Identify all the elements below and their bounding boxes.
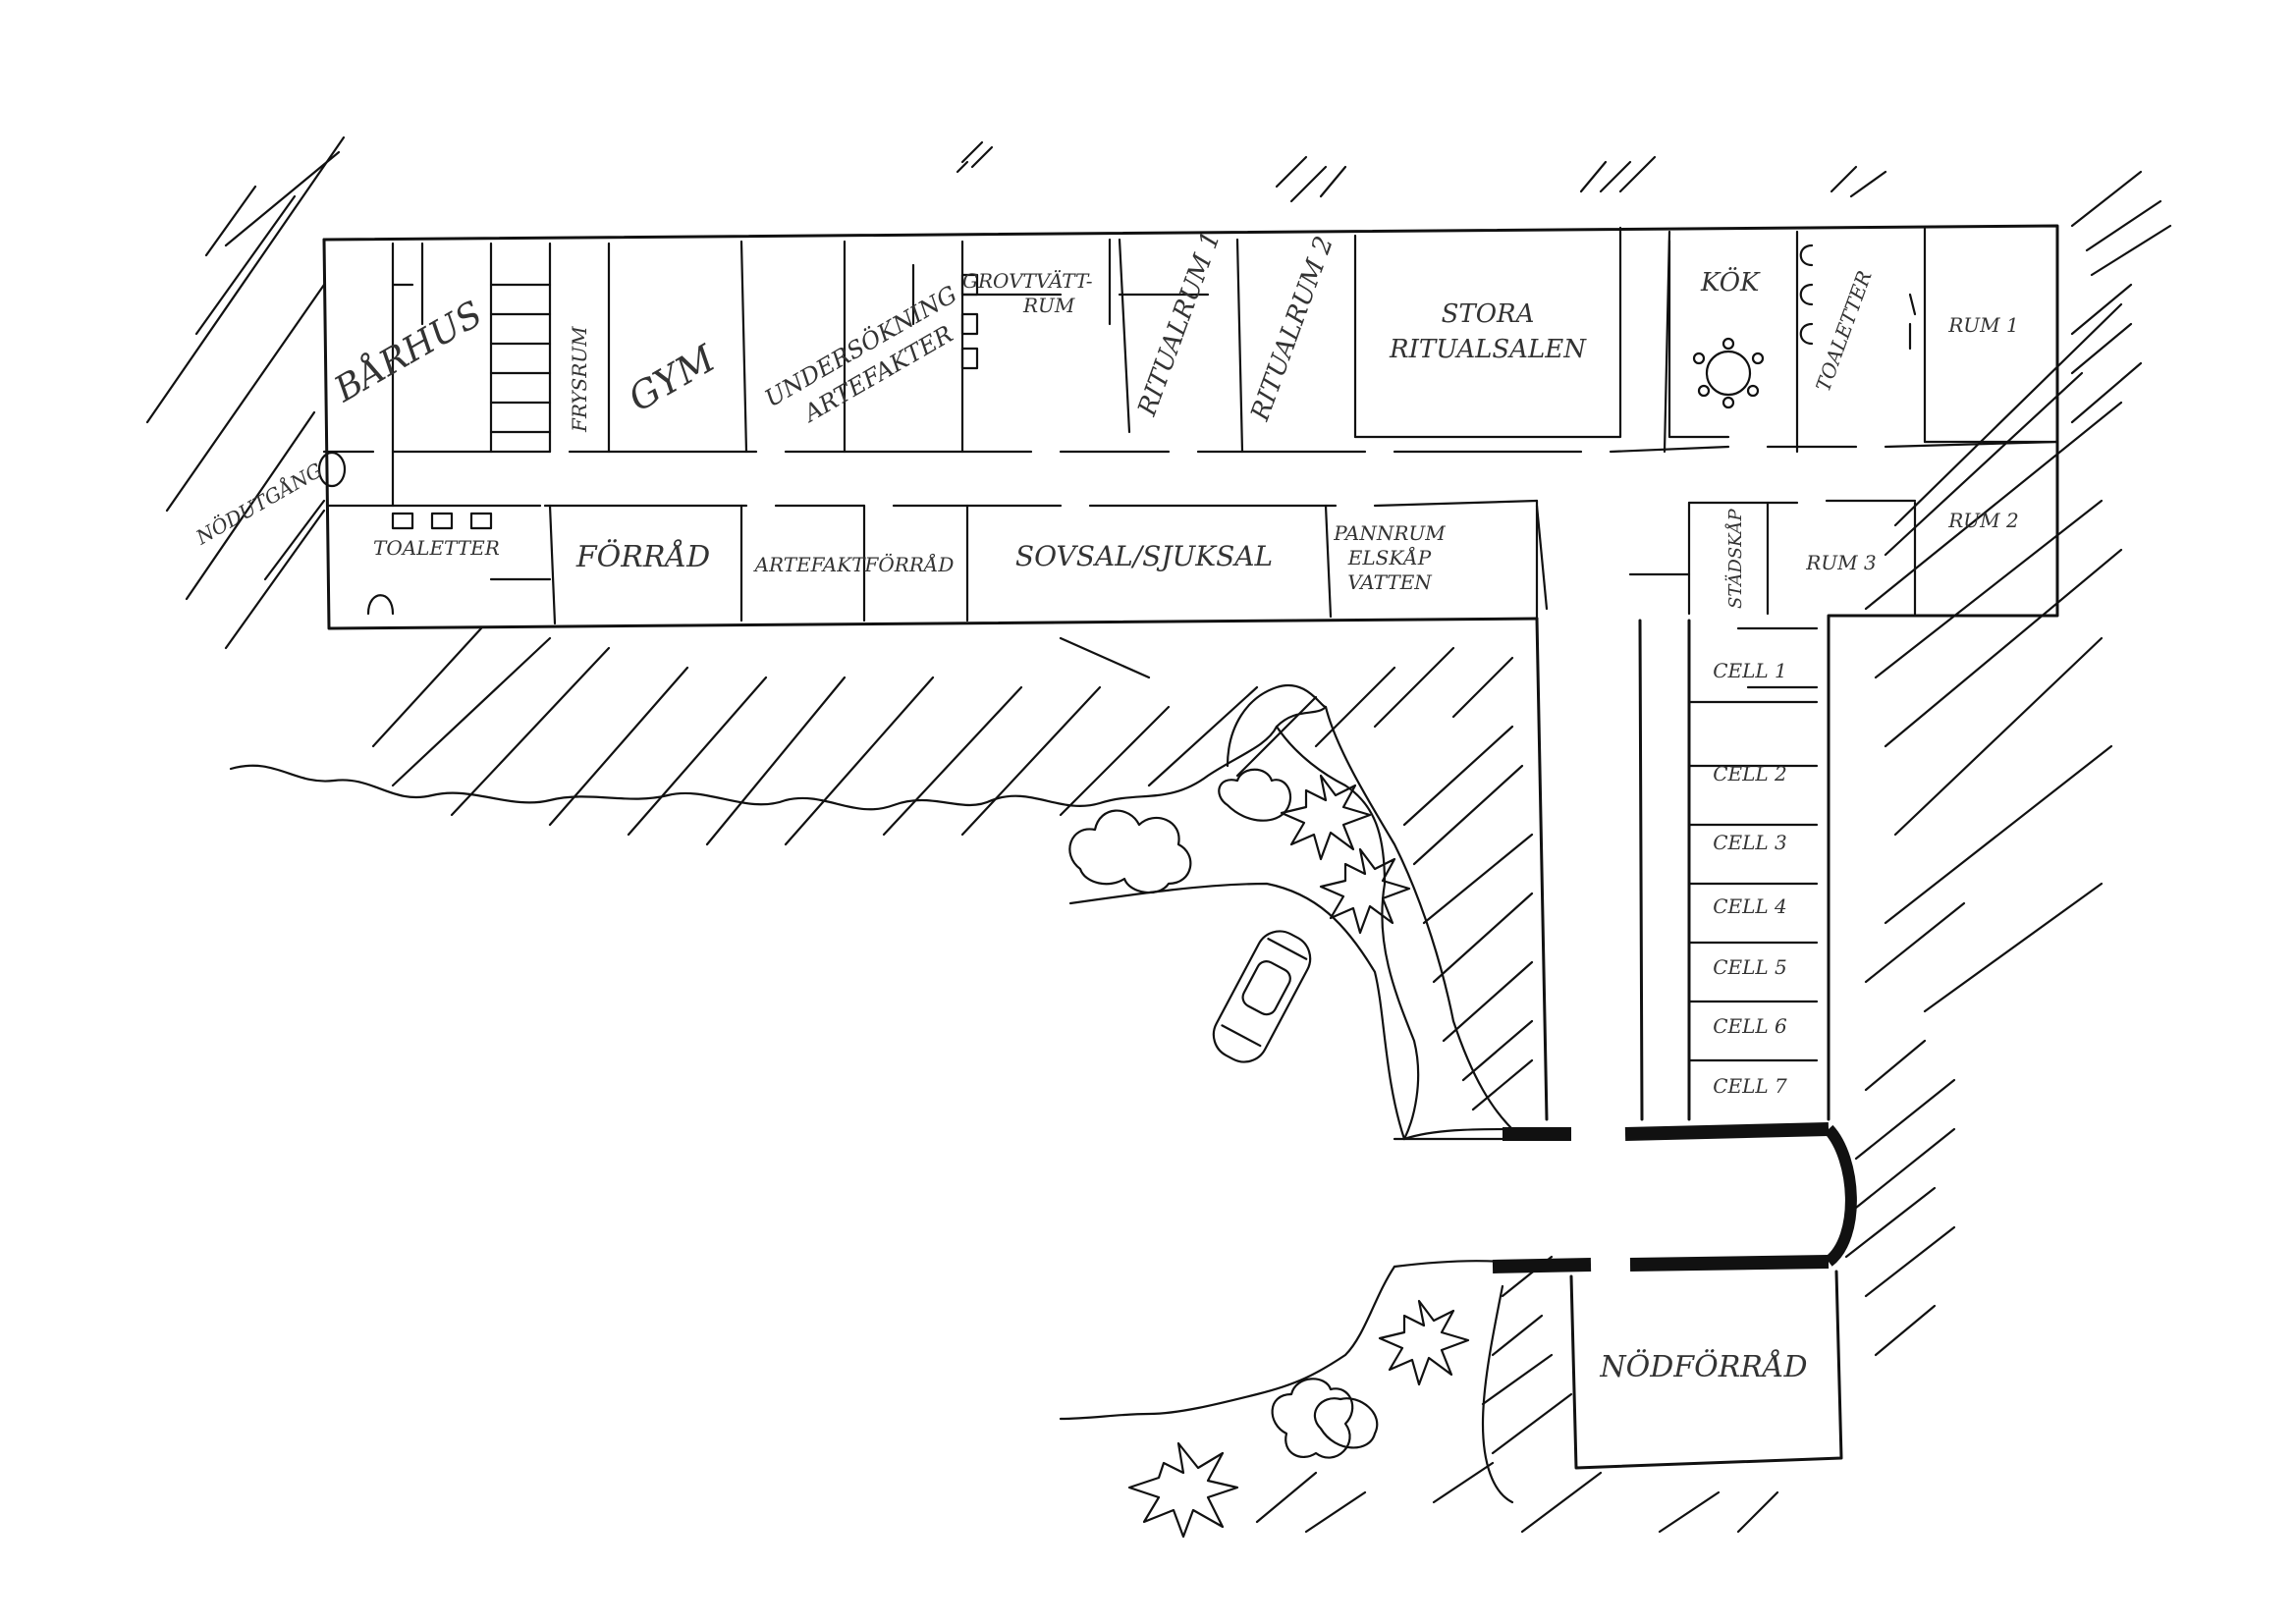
room-label-pannrum-2: ELSKÅP: [1347, 545, 1432, 569]
cell-labels: CELL 1 CELL 2 CELL 3 CELL 4 CELL 5 CELL …: [1713, 659, 1787, 1098]
terrain-outline: [229, 683, 1514, 1504]
room-label-kok: KÖK: [1700, 266, 1761, 298]
room-label-rum1: RUM 1: [1947, 313, 2018, 337]
room-label-toaletter-west: TOALETTER: [373, 536, 500, 560]
cell-label: CELL 2: [1713, 762, 1787, 785]
car-icon: [1212, 930, 1312, 1063]
ground-hatching: [145, 135, 2172, 1534]
room-label-grovtvatt-1: GROVTVÄTT-: [962, 269, 1093, 293]
room-label-nodforrad: NÖDFÖRRÅD: [1599, 1349, 1807, 1384]
room-label-frysrum: FRYSRUM: [568, 326, 591, 433]
room-label-pannrum-1: PANNRUM: [1333, 521, 1446, 545]
room-label-stora-1: STORA: [1442, 299, 1535, 329]
room-label-ritualrum1: RITUALRUM 1: [1132, 228, 1227, 421]
room-label-pannrum-3: VATTEN: [1347, 570, 1433, 594]
cell-label: CELL 5: [1713, 955, 1787, 979]
room-label-stadskap: STÄDSKÅP: [1723, 508, 1746, 609]
room-labels: BÅRHUS FRYSRUM GYM UNDERSÖKNING ARTEFAKT…: [191, 228, 2019, 1384]
building-walls: [322, 224, 2059, 1121]
round-table-icon: [1692, 337, 1765, 409]
room-label-gym: GYM: [622, 336, 724, 419]
tunnel-walls: [1492, 1122, 1857, 1470]
bush-icon: [1068, 768, 1379, 1459]
room-label-rum2: RUM 2: [1947, 509, 2018, 532]
cell-label: CELL 6: [1713, 1014, 1787, 1038]
tree-icon: [1127, 774, 1470, 1539]
room-label-artefaktforrad: ARTEFAKTFÖRRÅD: [753, 552, 955, 576]
toilet-icon: [366, 244, 1917, 616]
cell-label: CELL 4: [1713, 894, 1787, 918]
room-label-ritualrum2: RITUALRUM 2: [1245, 233, 1339, 426]
cell-label: CELL 1: [1713, 659, 1787, 682]
room-label-barhus: BÅRHUS: [327, 293, 490, 410]
room-label-toaletter-east: TOALETTER: [1811, 267, 1877, 394]
room-label-sovsal: SOVSAL/SJUKSAL: [1015, 540, 1273, 572]
cell-label: CELL 3: [1713, 831, 1787, 854]
cell-label: CELL 7: [1713, 1074, 1787, 1098]
room-label-forrad: FÖRRÅD: [575, 539, 710, 574]
emergency-exit-icon: [317, 451, 347, 488]
cell-partitions: [1687, 626, 1819, 1062]
room-label-stora-2: RITUALSALEN: [1389, 335, 1587, 364]
room-label-grovtvatt-2: RUM: [1022, 294, 1075, 317]
room-label-rum3: RUM 3: [1805, 551, 1876, 574]
